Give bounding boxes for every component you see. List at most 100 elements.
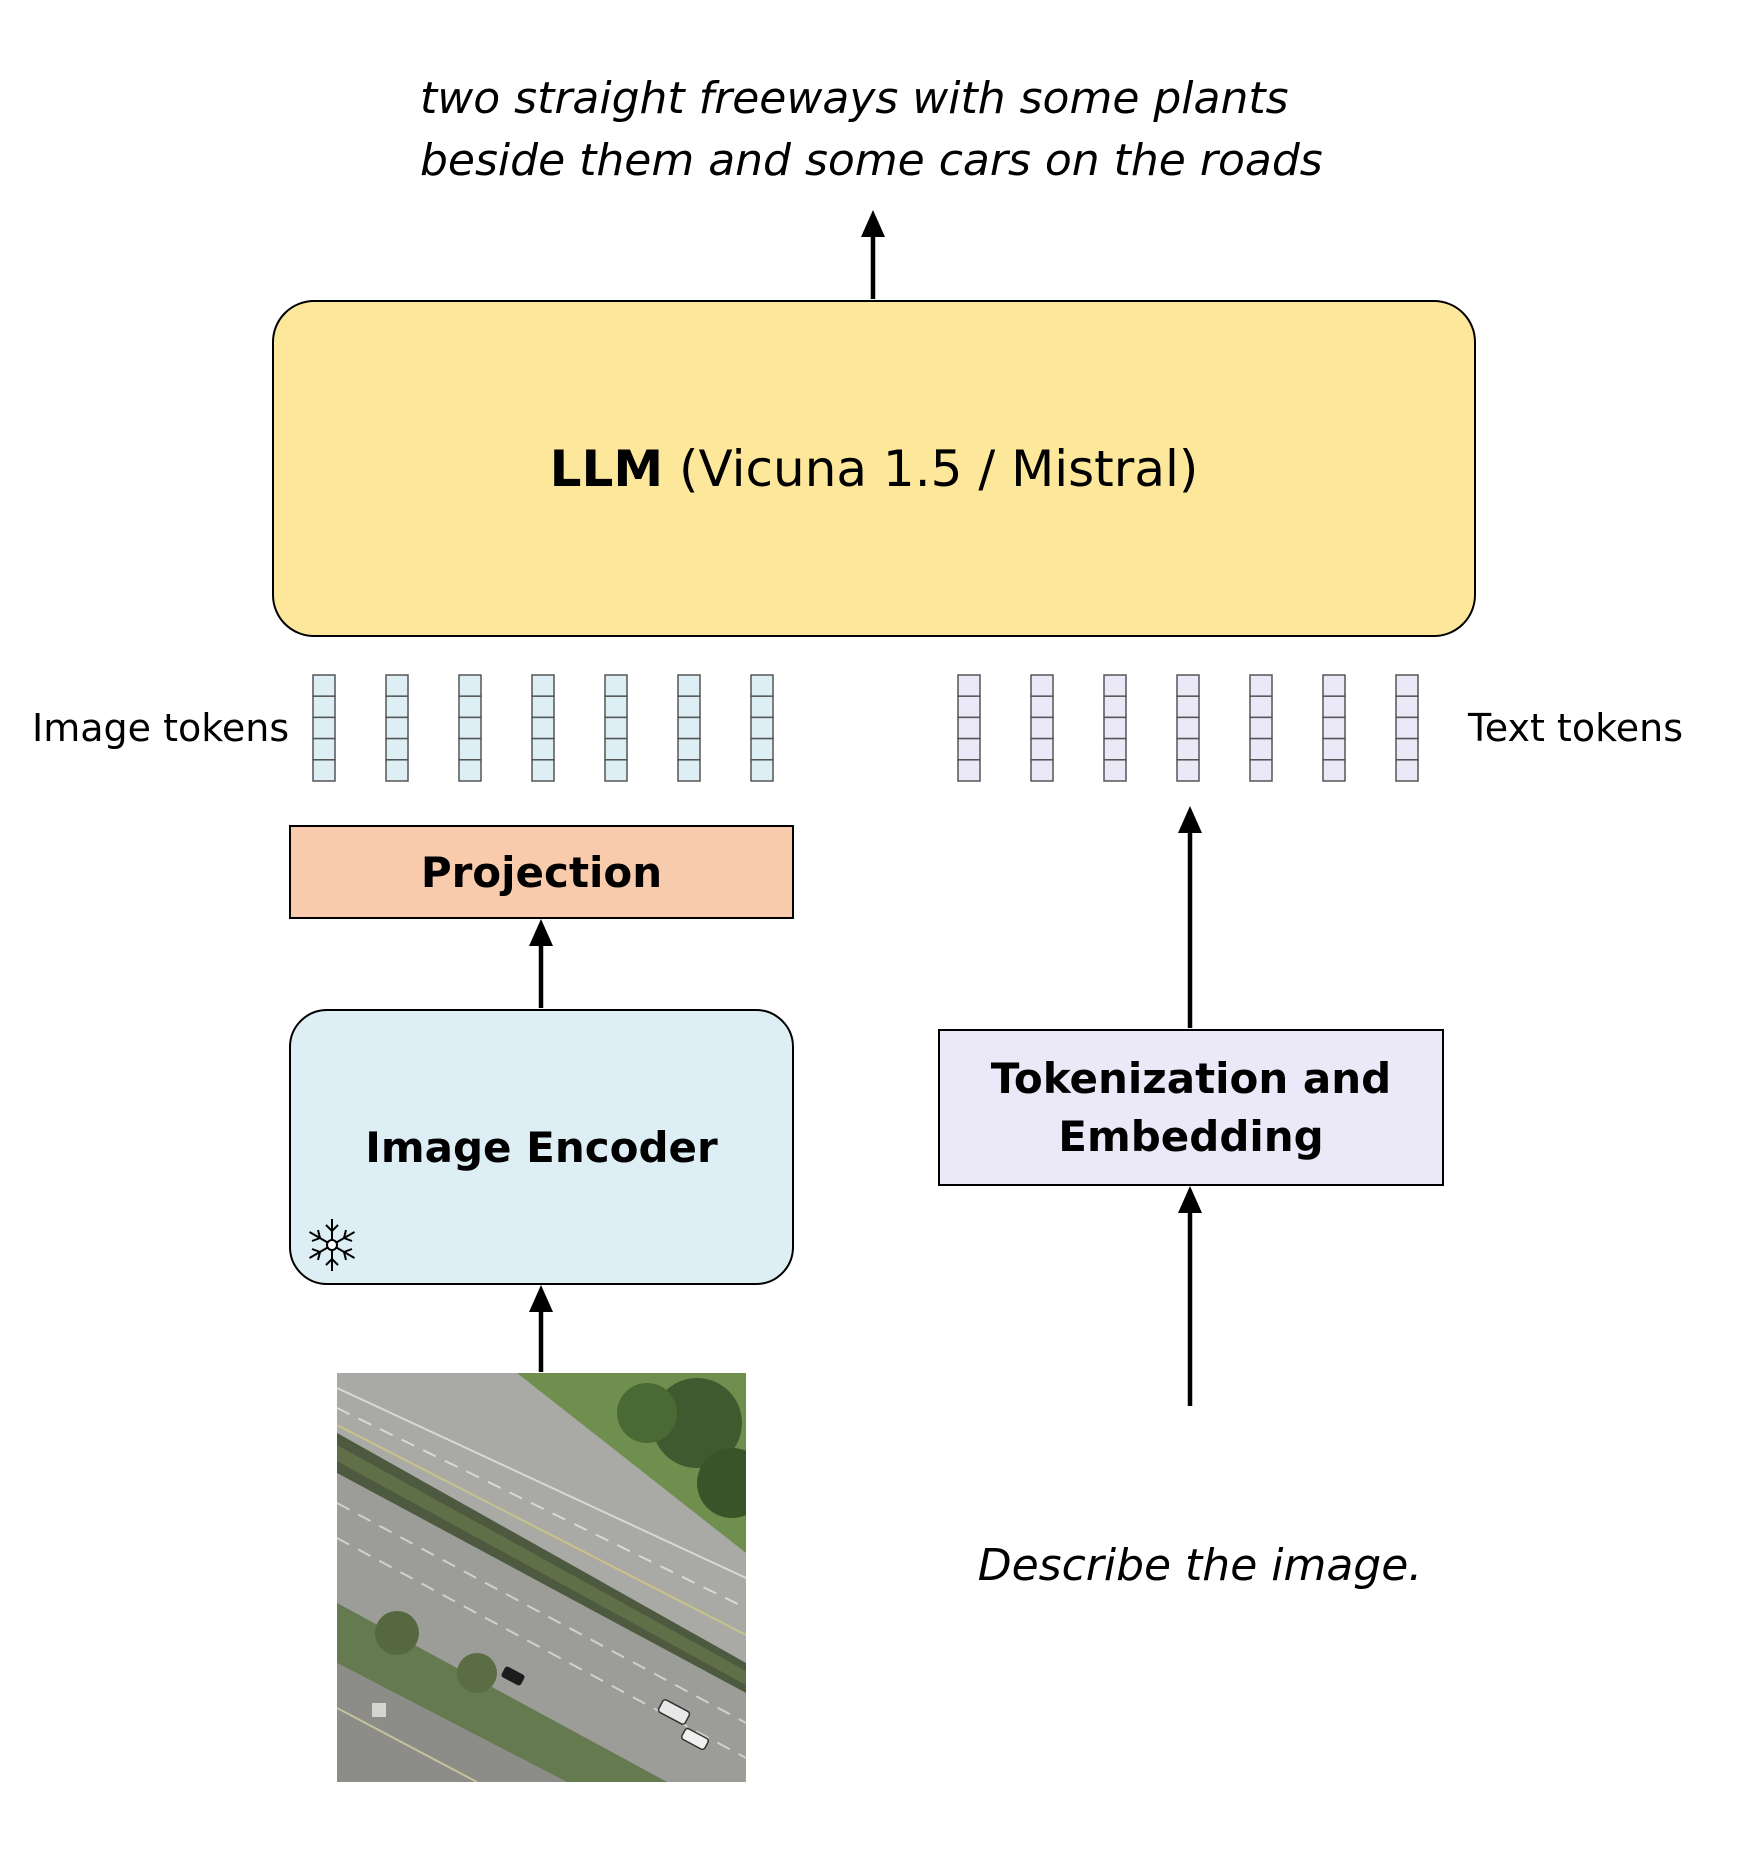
token-cell	[458, 716, 482, 740]
token-cell	[1395, 759, 1419, 782]
projection-block: Projection	[289, 825, 794, 919]
token-cell	[1249, 759, 1273, 782]
token-cell	[677, 759, 701, 782]
token-cell	[1249, 674, 1273, 697]
token-cell	[750, 759, 774, 782]
image-encoder-block: Image Encoder	[289, 1009, 794, 1285]
token-cell	[1030, 759, 1054, 782]
token-cell	[385, 674, 409, 697]
token-cell	[531, 674, 555, 697]
token-cell	[1395, 674, 1419, 697]
image-token-2	[385, 674, 409, 782]
token-cell	[312, 759, 336, 782]
token-cell	[1103, 674, 1127, 697]
token-cell	[604, 759, 628, 782]
arrow-encoder-to-projection	[529, 919, 553, 1008]
arrow-llm-to-output	[861, 210, 885, 299]
token-cell	[1395, 716, 1419, 740]
snowflake-icon	[308, 1219, 356, 1271]
image-token-1	[312, 674, 336, 782]
token-cell	[1176, 759, 1200, 782]
output-caption-line-1: two straight freeways with some plants	[420, 73, 1289, 124]
image-token-5	[604, 674, 628, 782]
text-token-6	[1322, 674, 1346, 782]
token-cell	[1322, 674, 1346, 697]
token-cell	[458, 759, 482, 782]
token-cell	[1103, 759, 1127, 782]
image-token-stacks	[312, 674, 774, 782]
token-cell	[312, 674, 336, 697]
image-token-6	[677, 674, 701, 782]
token-cell	[312, 716, 336, 740]
llm-block: LLM (Vicuna 1.5 / Mistral)	[272, 300, 1476, 637]
token-cell	[677, 716, 701, 740]
token-cell	[531, 759, 555, 782]
llm-title: LLM	[549, 439, 664, 498]
tokenization-label-line-2: Embedding	[1058, 1111, 1324, 1161]
token-cell	[531, 716, 555, 740]
token-cell	[385, 759, 409, 782]
aerial-freeway-picture	[337, 1373, 746, 1782]
text-token-3	[1103, 674, 1127, 782]
text-tokens-label: Text tokens	[1468, 706, 1683, 750]
token-cell	[1103, 737, 1127, 761]
token-cell	[1322, 716, 1346, 740]
token-cell	[531, 737, 555, 761]
token-cell	[677, 674, 701, 697]
token-cell	[750, 716, 774, 740]
token-cell	[1030, 674, 1054, 697]
token-cell	[957, 695, 981, 719]
output-caption: two straight freeways with some plants b…	[420, 68, 1323, 192]
token-cell	[957, 674, 981, 697]
token-cell	[750, 674, 774, 697]
token-cell	[677, 737, 701, 761]
token-cell	[458, 737, 482, 761]
token-cell	[385, 695, 409, 719]
input-aerial-image	[337, 1373, 746, 1782]
text-token-7	[1395, 674, 1419, 782]
token-cell	[458, 674, 482, 697]
token-cell	[1322, 695, 1346, 719]
image-token-3	[458, 674, 482, 782]
token-cell	[750, 695, 774, 719]
token-cell	[458, 695, 482, 719]
token-cell	[1176, 737, 1200, 761]
tokenization-embedding-block: Tokenization and Embedding	[938, 1029, 1444, 1186]
token-cell	[1249, 716, 1273, 740]
text-token-stacks	[957, 674, 1419, 782]
token-cell	[1249, 737, 1273, 761]
token-cell	[531, 695, 555, 719]
token-cell	[312, 737, 336, 761]
token-cell	[312, 695, 336, 719]
arrow-tokenization-to-text-tokens	[1178, 806, 1202, 1028]
arrow-prompt-to-tokenization	[1178, 1186, 1202, 1406]
token-cell	[957, 716, 981, 740]
text-token-1	[957, 674, 981, 782]
image-tokens-label: Image tokens	[32, 706, 290, 750]
token-cell	[957, 759, 981, 782]
text-token-2	[1030, 674, 1054, 782]
token-cell	[1176, 695, 1200, 719]
token-cell	[1322, 737, 1346, 761]
token-cell	[1103, 716, 1127, 740]
token-cell	[604, 737, 628, 761]
token-cell	[957, 737, 981, 761]
image-token-4	[531, 674, 555, 782]
token-cell	[1030, 737, 1054, 761]
token-cell	[385, 737, 409, 761]
token-cell	[604, 674, 628, 697]
tokenization-label-line-1: Tokenization and	[990, 1053, 1392, 1103]
image-encoder-label: Image Encoder	[365, 1122, 718, 1172]
text-token-4	[1176, 674, 1200, 782]
token-cell	[1395, 737, 1419, 761]
token-cell	[1249, 695, 1273, 719]
token-cell	[1176, 674, 1200, 697]
token-cell	[1176, 716, 1200, 740]
text-token-5	[1249, 674, 1273, 782]
token-cell	[1030, 716, 1054, 740]
token-cell	[1395, 695, 1419, 719]
token-cell	[604, 716, 628, 740]
token-cell	[677, 695, 701, 719]
arrow-image-to-encoder	[529, 1285, 553, 1372]
